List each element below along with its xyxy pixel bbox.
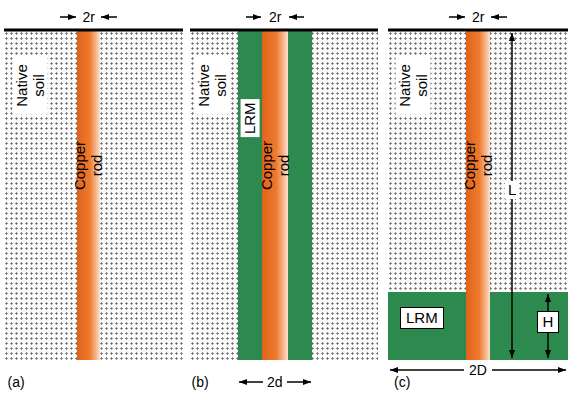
rod-diameter: 2r — [83, 10, 95, 25]
ground-surface — [4, 29, 568, 32]
dimension-arrows — [60, 17, 566, 382]
panel-label: (b) — [192, 375, 209, 390]
lrm-layer-text: LRM — [400, 307, 444, 330]
panel-label: (a) — [8, 375, 25, 390]
copper-rod-text: Copper rod — [72, 140, 105, 189]
lrm-width: 2d — [267, 375, 283, 390]
lrm-backfill-text: LRM — [241, 99, 260, 137]
lrm-backfill: LRMCopper rod — [238, 31, 312, 360]
native-soil: Native soilLRMCopper rod — [190, 31, 378, 360]
panel-label: (c) — [394, 375, 410, 390]
layer-height: H — [537, 311, 560, 334]
copper-rod: Copper rod — [77, 31, 100, 360]
native-soil-text: Native soil — [195, 56, 230, 114]
copper-rod-text: Copper rod — [462, 140, 495, 189]
copper-rod-text: Copper rod — [259, 140, 292, 189]
copper-rod: Copper rod — [466, 31, 490, 360]
rod-diameter: 2r — [269, 10, 281, 25]
rod-length: L — [505, 181, 519, 200]
native-soil-text: Native soil — [13, 56, 48, 114]
copper-rod: Copper rod — [262, 31, 288, 360]
native-soil: Native soilCopper rod — [4, 31, 183, 360]
layer-width: 2D — [466, 362, 490, 379]
rod-diameter: 2r — [472, 10, 484, 25]
native-soil-text: Native soil — [396, 56, 431, 114]
